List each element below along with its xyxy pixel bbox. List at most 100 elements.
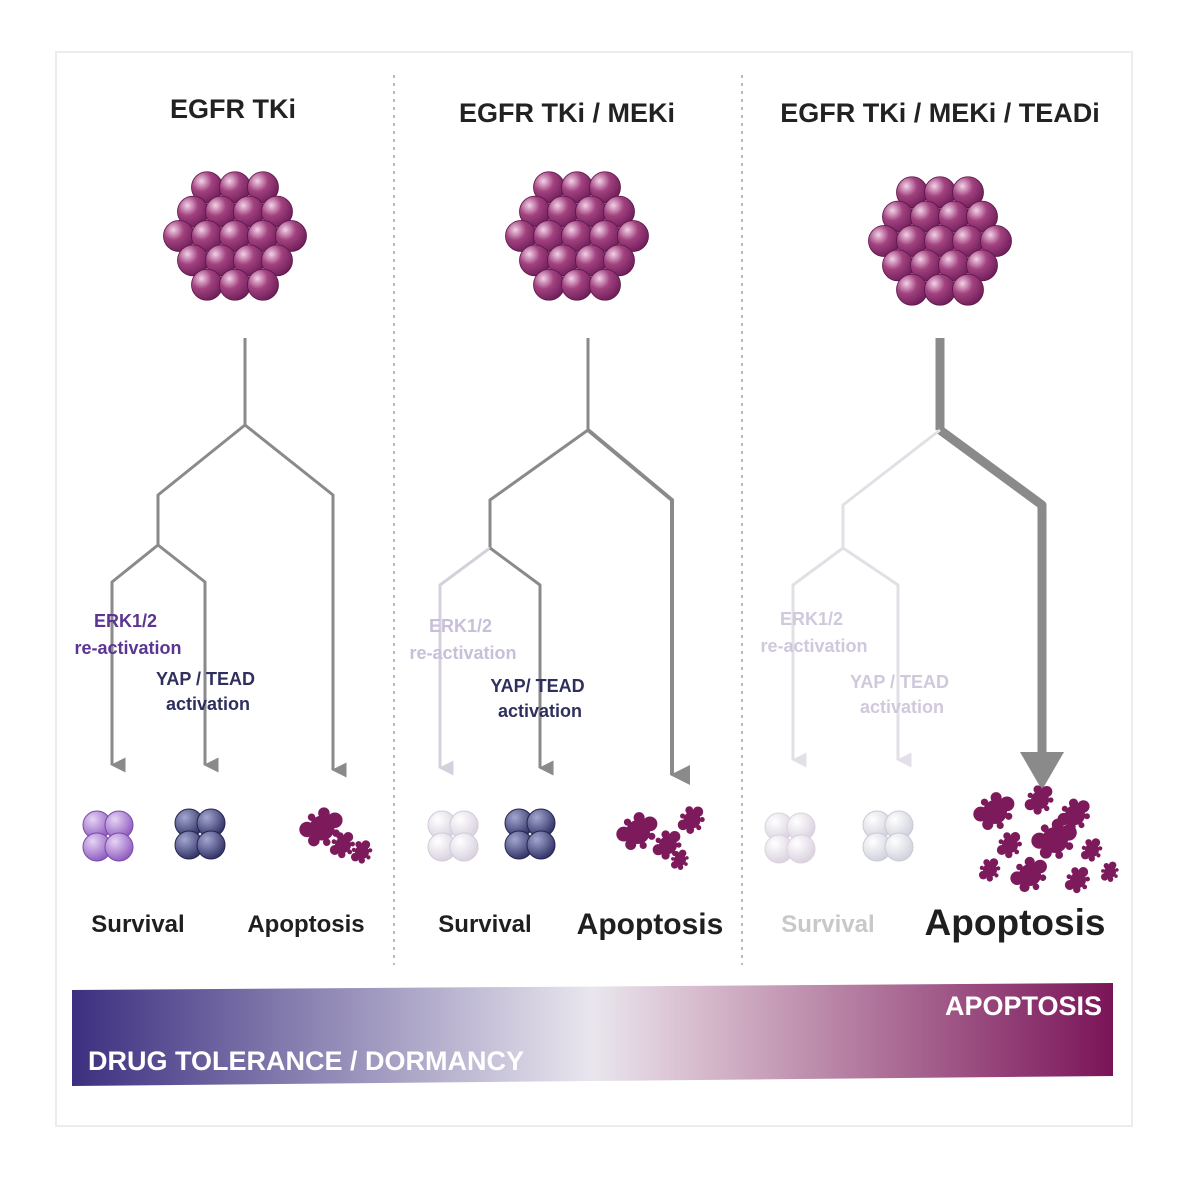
tumour-spheroid-panel-1 [163,171,307,301]
arrow-to-yap-survival [489,546,554,776]
spheroid-cell [896,273,928,306]
apoptosis-bar-label: APOPTOSIS [945,991,1102,1021]
apoptotic-bleb [1033,806,1042,815]
branch-left [488,428,589,548]
apoptotic-bleb [986,875,993,882]
apoptotic-bleb [358,857,365,864]
tumour-spheroid-panel-3 [868,176,1012,306]
apoptotic-bleb [1096,853,1101,858]
apoptotic-bleb [652,844,664,856]
branch-left [156,423,246,545]
arrow-to-apoptosis [937,426,1047,755]
panel-1-erk-survival-cells [82,810,134,862]
panel-1-apoptotic-cells [299,807,373,864]
apoptotic-bleb [368,848,373,853]
panel-2-apoptosis-label: Apoptosis [577,908,724,941]
apoptosis-arrowhead [1020,752,1064,790]
apoptotic-bleb [699,816,705,823]
apoptotic-bleb [642,816,658,832]
apoptotic-bleb [1083,813,1090,820]
apoptotic-bleb [1014,849,1020,855]
arrow-to-yap-survival [157,543,219,773]
apoptotic-bleb [989,858,999,867]
panel-3-yap-survival-cells [862,810,914,862]
apoptotic-bleb [1003,832,1011,840]
apoptotic-bleb [1101,869,1105,873]
apoptotic-bleb [1107,876,1114,882]
apoptotic-bleb [983,859,990,866]
panel-2-apoptotic-cells [616,806,705,870]
apoptotic-bleb [1033,785,1042,794]
apoptotic-bleb [1080,850,1090,860]
apoptotic-bleb [1071,867,1079,875]
apoptotic-bleb [1068,798,1079,808]
apoptotic-bleb [1017,841,1022,847]
apoptotic-bleb [1010,871,1025,886]
apoptotic-bleb [1051,818,1064,831]
apoptotic-bleb [998,839,1004,845]
apoptotic-bleb [1114,874,1118,878]
apoptotic-bleb [1031,832,1048,849]
survival-cell [196,830,226,860]
apoptotic-bleb [1040,824,1049,833]
spheroid-cell [966,249,998,282]
panel-2-yap-survival-cells [504,808,556,860]
panel-1-branch-tree [110,338,347,778]
apoptotic-bleb [673,850,680,857]
apoptotic-bleb [648,832,656,840]
spheroid-cell [533,268,565,301]
apoptotic-bleb [1082,884,1088,890]
apoptotic-bleb [1098,846,1103,851]
apoptotic-bleb [1115,868,1119,872]
apoptotic-bleb [1016,863,1023,871]
apoptotic-bleb [1066,874,1072,880]
survival-cell [526,830,556,860]
spheroid-cell [275,220,307,252]
spheroid-cell [247,268,279,301]
spheroid-cell [617,220,649,252]
apoptotic-bleb [661,851,670,860]
apoptotic-bleb [680,813,686,819]
apoptotic-bleb [1010,831,1021,842]
apoptotic-bleb [639,841,647,850]
panel-3-apoptosis-label: Apoptosis [925,902,1106,943]
spheroid-cell [603,244,635,277]
apoptotic-bleb [1005,850,1013,859]
apoptotic-bleb [1085,876,1090,882]
apoptotic-bleb [1005,812,1013,820]
apoptotic-bleb [676,842,682,848]
apoptotic-bleb [990,792,1002,804]
spheroid-cell [966,200,998,233]
apoptotic-bleb [1088,855,1095,862]
apoptotic-bleb [1039,874,1047,881]
apoptotic-bleb [361,840,371,849]
apoptotic-bleb [343,831,354,842]
panel-2-branch-tree [438,338,690,785]
panel-1-title: EGFR TKi [170,94,296,124]
spheroid-cell [603,195,635,228]
apoptotic-bleb [670,861,679,869]
apoptotic-bleb [982,818,994,830]
panel-2-survival-label: Survival [438,911,531,938]
apoptotic-bleb [1103,862,1110,869]
panel-1-survival-label: Survival [91,911,184,938]
spheroid-cell [247,171,279,204]
apoptotic-bleb [336,832,344,840]
panel-1-yap-label: YAP / TEAD activation [156,669,260,714]
apoptotic-bleb [973,806,989,822]
panel-1-apoptosis-label: Apoptosis [247,911,364,938]
panel-2-yap-label: YAP/ TEAD activation [490,676,589,721]
apoptotic-bleb [1081,845,1086,851]
panel-3-erk-survival-cells [764,812,816,864]
apoptotic-bleb [1039,846,1052,859]
survival-cell [449,832,479,862]
apoptotic-bleb [329,845,340,855]
apoptotic-bleb [338,850,346,859]
apoptotic-bleb [686,826,695,834]
apoptotic-bleb [661,830,670,839]
apoptotic-bleb [1024,856,1035,867]
survival-cell [786,834,816,864]
spheroid-cell [261,195,293,228]
apoptotic-bleb [350,841,355,847]
apoptotic-bleb [669,830,681,843]
